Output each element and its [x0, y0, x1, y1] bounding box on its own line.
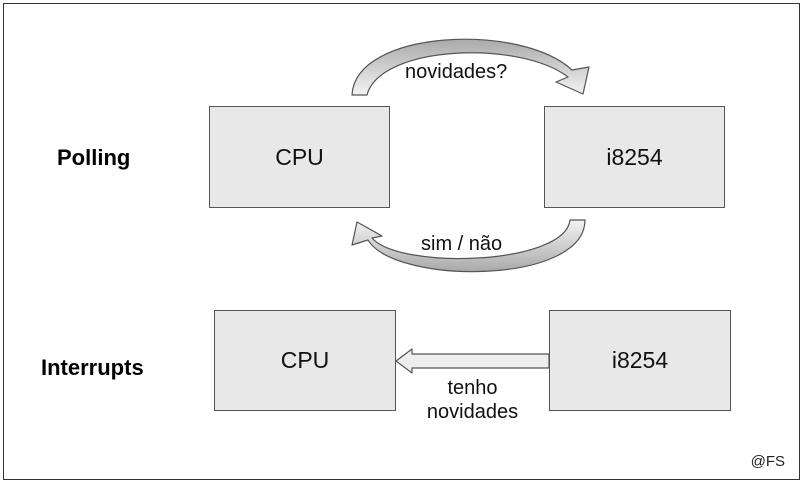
polling-cpu-box: CPU — [209, 106, 390, 208]
interrupt-message-line1: tenho — [447, 377, 498, 399]
polling-cpu-text: CPU — [275, 143, 324, 170]
polling-request-text: novidades? — [405, 61, 508, 83]
credit-text: @FS — [750, 453, 785, 470]
polling-device-text: i8254 — [606, 143, 663, 170]
polling-reply-text: sim / não — [421, 233, 503, 255]
interrupts-device-text: i8254 — [611, 347, 669, 373]
polling-label: Polling — [57, 145, 131, 170]
polling-reply-arrow — [351, 219, 586, 273]
interrupts-label: Interrupts — [41, 355, 144, 380]
polling-device-box: i8254 — [544, 106, 725, 208]
interrupts-device-box: i8254 — [549, 310, 731, 411]
interrupts-cpu-text: CPU — [280, 347, 330, 373]
interrupt-message-line2: novidades — [426, 401, 519, 423]
interrupt-arrow — [395, 348, 550, 374]
interrupts-cpu-box: CPU — [214, 310, 396, 411]
polling-request-arrow — [351, 38, 590, 96]
interrupt-message: tenho novidades — [420, 376, 525, 424]
